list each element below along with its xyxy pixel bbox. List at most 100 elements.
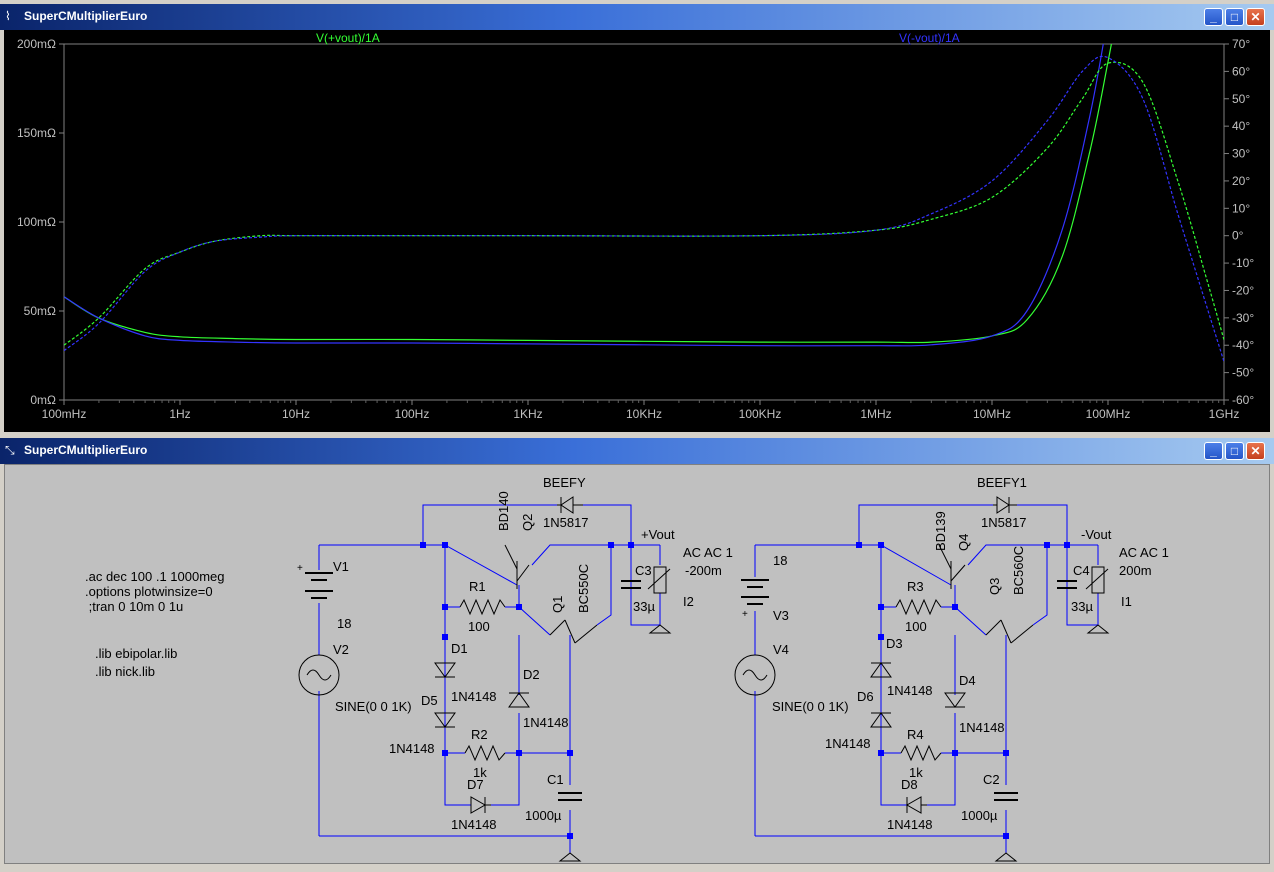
resistor-r3[interactable] (895, 598, 942, 616)
d2-part: 1N4148 (523, 715, 569, 730)
battery-v1[interactable] (305, 572, 333, 599)
right-tick-label: -40° (1232, 338, 1254, 352)
i2-ac: AC AC 1 (683, 545, 733, 560)
capacitor-c2[interactable] (994, 792, 1018, 801)
diode-d8[interactable] (905, 796, 927, 814)
v2-label: V2 (333, 642, 349, 657)
d3-part: 1N4148 (887, 683, 933, 698)
directive-options[interactable]: .options plotwinsize=0 (85, 584, 213, 599)
close-button[interactable]: ✕ (1246, 442, 1265, 460)
right-tick-label: 50° (1232, 92, 1250, 106)
r1-label: R1 (469, 579, 486, 594)
transistor-q3[interactable] (985, 619, 1034, 644)
trace-v-vout-1a[interactable] (64, 30, 1117, 347)
capacitor-c3[interactable] (621, 580, 641, 589)
diode-d1[interactable] (434, 662, 456, 678)
x-tick-label: 100mHz (42, 407, 87, 421)
transistor-q4[interactable] (938, 544, 966, 589)
x-tick-label: 1KHz (513, 407, 542, 421)
traces (64, 30, 1224, 362)
x-tick-label: 100MHz (1086, 407, 1131, 421)
trace-label-vout-minus[interactable]: V(-vout)/1A (899, 31, 960, 45)
trace-v-vout-1a[interactable] (64, 30, 1121, 344)
left-tick-label: 50mΩ (24, 304, 56, 318)
close-button[interactable]: ✕ (1246, 8, 1265, 26)
x-tick-label: 1Hz (169, 407, 190, 421)
v1-label: V1 (333, 559, 349, 574)
minimize-button[interactable]: _ (1204, 8, 1223, 26)
sine-source-v4[interactable] (734, 654, 776, 696)
left-tick-label: 200mΩ (17, 37, 56, 51)
trace-v-vout-1a-phase[interactable] (64, 61, 1224, 346)
d7-label: D7 (467, 777, 484, 792)
plot-window-title: SuperCMultiplierEuro (24, 9, 148, 23)
r1-value: 100 (468, 619, 490, 634)
schematic-canvas[interactable]: .ac dec 100 .1 1000meg .options plotwins… (4, 464, 1270, 864)
transistor-q2[interactable] (504, 544, 530, 589)
diode-d7[interactable] (470, 796, 491, 814)
diode-beefy[interactable] (557, 496, 583, 514)
v4-label: V4 (773, 642, 789, 657)
d5-label: D5 (421, 693, 438, 708)
directive-ac[interactable]: .ac dec 100 .1 1000meg (85, 569, 225, 584)
minimize-button[interactable]: _ (1204, 442, 1223, 460)
right-tick-label: 30° (1232, 147, 1250, 161)
q1-label: Q1 (550, 596, 565, 613)
q2-part: BD140 (496, 491, 511, 531)
transistor-q1[interactable] (549, 619, 598, 644)
beefy-part: 1N5817 (543, 515, 589, 530)
r4-label: R4 (907, 727, 924, 742)
trace-label-vout-plus[interactable]: V(+vout)/1A (316, 31, 380, 45)
diode-d5[interactable] (434, 712, 456, 728)
left-tick-label: 0mΩ (30, 393, 56, 407)
x-tick-label: 100Hz (395, 407, 430, 421)
maximize-button[interactable]: □ (1225, 442, 1244, 460)
resistor-r1[interactable] (459, 598, 506, 616)
diode-d2[interactable] (508, 692, 530, 708)
d4-part: 1N4148 (959, 720, 1005, 735)
directive-lib-nick[interactable]: .lib nick.lib (95, 664, 155, 679)
r4-value: 1k (909, 765, 923, 780)
i1-label: I1 (1121, 594, 1132, 609)
x-tick-label: 10Hz (282, 407, 310, 421)
i1-ac: AC AC 1 (1119, 545, 1169, 560)
capacitor-c4[interactable] (1057, 580, 1077, 589)
diode-d3[interactable] (870, 662, 892, 678)
net-label-vout-plus[interactable]: +Vout (641, 527, 675, 542)
diode-d4[interactable] (944, 692, 966, 708)
diode-beefy1[interactable] (993, 496, 1017, 514)
c3-value: 33µ (633, 599, 655, 614)
d2-label: D2 (523, 667, 540, 682)
right-tick-label: 70° (1232, 37, 1250, 51)
right-circuit-labels: 18 V3 V4 SINE(0 0 1K) BEEFY1 1N5817 BD13… (772, 475, 1169, 832)
q3-label: Q3 (987, 578, 1002, 595)
right-tick-label: 20° (1232, 174, 1250, 188)
right-circuit: + (734, 475, 1169, 862)
plot-window-titlebar[interactable]: ⌇ SuperCMultiplierEuro _ □ ✕ (0, 4, 1274, 30)
battery-v3[interactable] (741, 579, 769, 605)
spice-directives[interactable]: .ac dec 100 .1 1000meg .options plotwins… (85, 569, 225, 679)
right-tick-label: -10° (1232, 256, 1254, 270)
c4-value: 33µ (1071, 599, 1093, 614)
d3-label: D3 (886, 636, 903, 651)
directive-tran[interactable]: ;tran 0 10m 0 1u (85, 599, 183, 614)
d7-part: 1N4148 (451, 817, 497, 832)
maximize-button[interactable]: □ (1225, 8, 1244, 26)
i1-value: 200m (1119, 563, 1152, 578)
diode-d6[interactable] (870, 712, 892, 728)
current-source-i1[interactable] (1085, 566, 1110, 634)
current-source-i2[interactable] (647, 566, 672, 634)
resistor-r4[interactable] (900, 744, 942, 762)
directive-lib-ebipolar[interactable]: .lib ebipolar.lib (95, 646, 177, 661)
capacitor-c1[interactable] (558, 792, 582, 801)
v4-value: SINE(0 0 1K) (772, 699, 849, 714)
trace-v-vout-1a-phase[interactable] (64, 55, 1224, 362)
net-label-vout-minus[interactable]: -Vout (1081, 527, 1112, 542)
resistor-r2[interactable] (464, 744, 506, 762)
schematic-window-titlebar[interactable]: ⤡ SuperCMultiplierEuro _ □ ✕ (0, 438, 1274, 464)
c4-label: C4 (1073, 563, 1090, 578)
v1-value: 18 (337, 616, 351, 631)
sine-source-v2[interactable] (298, 654, 340, 696)
